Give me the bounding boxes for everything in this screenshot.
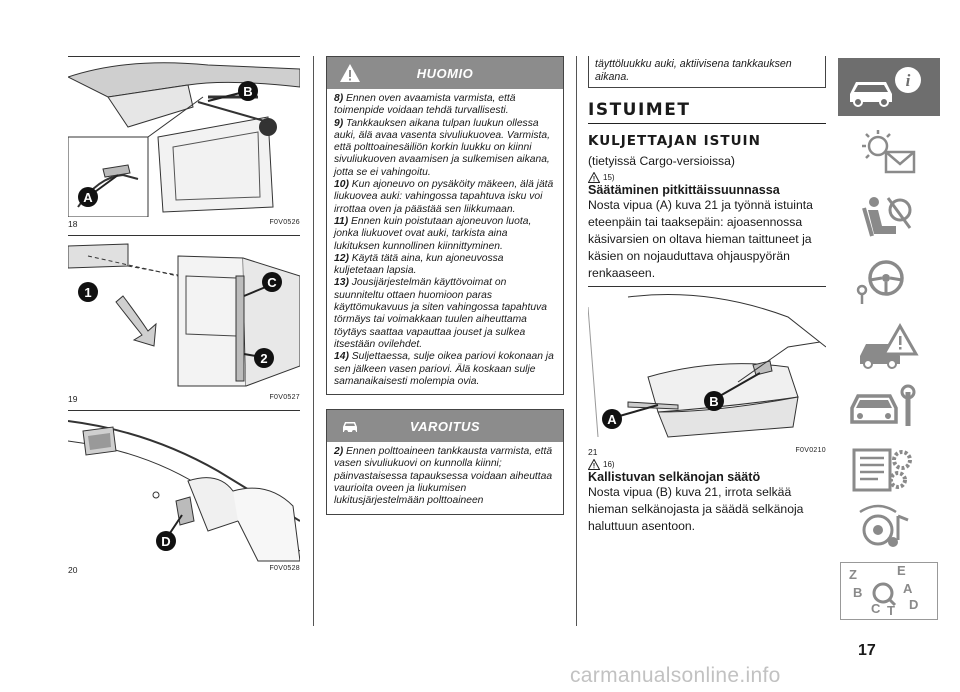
tab-multimedia[interactable] [838, 500, 940, 558]
figure-code: F0V0526 [269, 219, 300, 226]
huomio-box: HUOMIO 8) Ennen oven avaamista varmista,… [326, 56, 564, 396]
seat-airbag-icon [862, 197, 912, 237]
tab-lights-messages[interactable] [838, 124, 940, 182]
warning-triangle-icon [588, 459, 600, 470]
list-item: 10) Kun ajoneuvo on pysäköity mäkeen, äl… [334, 179, 554, 215]
car-wrench-icon [850, 384, 916, 426]
list-item: 12) Käytä tätä aina, kun ajoneuvossa kul… [334, 252, 504, 277]
tab-car-info[interactable]: i [838, 58, 940, 116]
svg-text:T: T [887, 603, 895, 618]
huomio-title: HUOMIO [416, 65, 474, 81]
figure-21-illustration: A B [588, 294, 826, 438]
varoitus-title: VAROITUS [409, 418, 481, 434]
svg-text:A: A [903, 581, 913, 596]
list-item: 2) Ennen polttoaineen tankkausta varmist… [334, 446, 553, 507]
tab-technical-data[interactable] [838, 440, 940, 498]
svg-text:D: D [161, 534, 170, 549]
fig21-callout-a [602, 409, 622, 429]
left-figure-column: A B 18 F0V0526 1 C 2 [68, 56, 300, 581]
varoitus-box: VAROITUS 2) Ennen polttoaineen tankkaust… [326, 409, 564, 515]
fig19-callout-c [262, 272, 282, 292]
svg-text:D: D [909, 597, 918, 612]
fig19-callout-2 [254, 348, 274, 368]
list-item: 9) Tankkauksen aikana tulpan luukun olle… [334, 117, 550, 178]
figure-19-illustration: 1 C 2 [68, 243, 300, 387]
list-item: 11) Ennen kuin poistutaan ajoneuvon luot… [334, 215, 532, 252]
subsection-title: KULJETTAJAN ISTUIN [588, 133, 761, 149]
fig18-callout-a [78, 187, 98, 207]
list-item: 14) Suljettaessa, sulje oikea pariovi ko… [334, 351, 554, 387]
list-item: 13) Jousijärjestelmän käyttövoimat on su… [334, 277, 547, 350]
paragraph-backrest: Nosta vipua (B) kuva 21, irrota selkää h… [588, 485, 804, 533]
fig19-callout-1 [78, 282, 98, 302]
column-divider [576, 56, 577, 626]
warning-reference: 16) [588, 459, 826, 470]
figure-number: 21 [588, 447, 598, 457]
car-info-icon: i [850, 67, 921, 107]
svg-text:C: C [267, 275, 277, 290]
fig20-callout-d [156, 531, 176, 551]
page-number: 17 [858, 642, 876, 659]
figure-code: F0V0210 [795, 447, 826, 454]
watermark: carmanualsonline.info [570, 664, 781, 687]
version-note: (tietyissä Cargo-versioissa) [588, 154, 735, 168]
figure-18-caption: 18 F0V0526 [68, 219, 300, 229]
svg-text:i: i [906, 71, 911, 90]
warning-car-icon [860, 322, 919, 369]
paragraph-longitudinal: Nosta vipua (A) kuva 21 ja työnnä istuin… [588, 198, 813, 280]
svg-text:A: A [607, 412, 617, 427]
tab-maintenance[interactable] [838, 378, 940, 436]
heading-longitudinal-adjustment: Säätäminen pitkittäissuunnassa [588, 183, 780, 197]
figure-20-caption: 20 F0V0528 [68, 565, 300, 575]
figure-21-caption: 21 F0V0210 [588, 447, 826, 457]
fig18-callout-b [238, 81, 258, 101]
list-item: 8) Ennen oven avaamista varmista, että t… [334, 93, 516, 117]
svg-text:Z: Z [849, 567, 857, 582]
warning-reference: 15) [588, 172, 826, 183]
huomio-list: 8) Ennen oven avaamista varmista, että t… [327, 89, 563, 394]
figure-code: F0V0528 [269, 565, 300, 572]
section-title: ISTUIMET [588, 100, 826, 124]
svg-text:E: E [897, 563, 906, 578]
media-note-icon [859, 504, 909, 547]
huomio-header: HUOMIO [327, 57, 563, 89]
column-divider [313, 56, 314, 626]
figure-number: 19 [68, 394, 78, 404]
figure-code: F0V0527 [269, 394, 300, 401]
damaged-car-icon [343, 422, 357, 435]
figure-18-illustration: A B [68, 62, 300, 217]
svg-text:B: B [853, 585, 862, 600]
figure-21: A B 21 F0V0210 [588, 286, 826, 457]
figure-number: 18 [68, 219, 78, 229]
alphabet-index-icon: Z E A B C T D [849, 563, 918, 618]
varoitus-list: 2) Ennen polttoaineen tankkausta varmist… [327, 442, 563, 513]
svg-text:2: 2 [260, 351, 267, 366]
figure-19: 1 C 2 19 F0V0527 [68, 235, 300, 404]
tab-index[interactable]: Z E A B C T D [840, 562, 938, 620]
fig21-callout-b [704, 391, 724, 411]
heading-backrest-adjustment: Kallistuvan selkänojan säätö [588, 470, 761, 484]
varoitus-continuation: täyttöluukku auki, aktiivisena tankkauks… [588, 56, 826, 88]
middle-column: HUOMIO 8) Ennen oven avaamista varmista,… [326, 56, 564, 515]
figure-20: D 20 F0V0528 [68, 410, 300, 575]
svg-text:C: C [871, 601, 881, 616]
right-text-column: täyttöluukku auki, aktiivisena tankkauks… [588, 56, 826, 535]
figure-20-illustration: D [68, 420, 300, 562]
list-gears-icon [852, 448, 912, 492]
warning-triangle-icon [588, 172, 600, 183]
svg-text:1: 1 [84, 285, 91, 300]
sun-envelope-icon [862, 130, 916, 174]
varoitus-header: VAROITUS [327, 410, 563, 443]
figure-19-caption: 19 F0V0527 [68, 394, 300, 404]
figure-number: 20 [68, 565, 78, 575]
svg-text:A: A [83, 190, 93, 205]
tab-safety[interactable] [838, 188, 940, 246]
warning-triangle-icon [340, 64, 360, 82]
svg-text:B: B [709, 394, 718, 409]
figure-18: A B 18 F0V0526 [68, 56, 300, 229]
tab-emergency[interactable] [838, 316, 940, 374]
tab-starting-driving[interactable] [838, 252, 940, 310]
svg-text:B: B [243, 84, 252, 99]
steering-key-icon [856, 260, 904, 304]
